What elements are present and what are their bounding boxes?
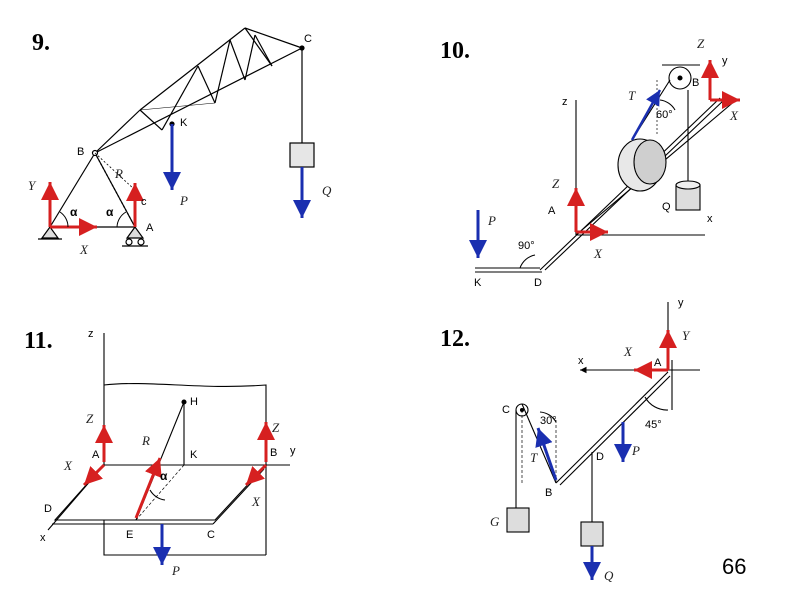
roller-support-A bbox=[125, 225, 145, 239]
p12-angle-30: 30° bbox=[540, 415, 557, 427]
p11-symbol-R: R bbox=[141, 433, 150, 448]
p12-label-C: C bbox=[502, 404, 510, 416]
p11-axis-x-label: x bbox=[40, 532, 46, 544]
p9-label-B: B bbox=[77, 146, 84, 158]
p9-label-C: C bbox=[304, 33, 312, 45]
p11-symbol-P: P bbox=[171, 563, 180, 578]
pulley-B bbox=[668, 66, 692, 90]
problem-11-number: 11. bbox=[24, 328, 53, 354]
p11-label-A: A bbox=[92, 449, 100, 461]
problem-12-diagram bbox=[506, 302, 700, 547]
page-number: 66 bbox=[722, 554, 747, 579]
p10-label-D: D bbox=[534, 277, 542, 289]
p10-axis-x-label: x bbox=[707, 213, 713, 225]
p11-symbol-XB: X bbox=[251, 494, 261, 509]
p10-symbol-ZA: Z bbox=[552, 176, 560, 191]
p9-label-c: c bbox=[141, 196, 147, 208]
p9-symbol-Q: Q bbox=[322, 183, 332, 198]
weight-G bbox=[506, 507, 530, 533]
p11-symbol-XA: X bbox=[63, 458, 73, 473]
p11-label-K: K bbox=[190, 449, 198, 461]
p12-symbol-T: T bbox=[530, 450, 538, 465]
p11-label-E: E bbox=[126, 529, 133, 541]
p10-angle-90: 90° bbox=[518, 240, 535, 252]
problem-10-number: 10. bbox=[440, 38, 470, 64]
load-Q-box bbox=[289, 142, 315, 168]
p11-axis-y-label: y bbox=[290, 445, 296, 457]
force-T-60 bbox=[630, 89, 662, 141]
problem-11-diagram bbox=[47, 333, 290, 556]
p11-label-D: D bbox=[44, 503, 52, 515]
p11-axis-z-label: z bbox=[88, 328, 94, 340]
p9-symbol-R: R bbox=[114, 166, 123, 181]
p12-symbol-Q: Q bbox=[604, 568, 614, 583]
p10-symbol-XA: X bbox=[593, 246, 603, 261]
p12-label-A: A bbox=[654, 357, 662, 369]
p12-symbol-P: P bbox=[631, 443, 640, 458]
problem-9-diagram bbox=[38, 27, 315, 247]
fixed-support-left bbox=[40, 225, 60, 239]
p9-alpha-left: α bbox=[70, 205, 78, 219]
p12-axis-x-label: x bbox=[578, 355, 584, 367]
p11-label-B: B bbox=[270, 447, 277, 459]
p10-label-B: B bbox=[692, 77, 699, 89]
p11-label-C: C bbox=[207, 529, 215, 541]
p10-axis-z-label: z bbox=[562, 96, 568, 108]
crane-truss bbox=[49, 27, 303, 228]
p10-symbol-P: P bbox=[487, 213, 496, 228]
p12-angle-45: 45° bbox=[645, 419, 662, 431]
weight-Q bbox=[580, 521, 604, 547]
problem-9-number: 9. bbox=[32, 30, 50, 56]
p11-symbol-ZB: Z bbox=[272, 420, 280, 435]
p10-label-K: K bbox=[474, 277, 482, 289]
vertical-plate bbox=[103, 383, 267, 556]
reaction-XB bbox=[244, 463, 268, 487]
p12-symbol-G: G bbox=[490, 514, 500, 529]
p10-label-A: A bbox=[548, 205, 556, 217]
p10-symbol-T: T bbox=[628, 88, 636, 103]
p12-axis-y-label: y bbox=[678, 297, 684, 309]
alpha-arc-A bbox=[116, 211, 127, 228]
p12-symbol-YA: Y bbox=[682, 328, 691, 343]
p11-label-H: H bbox=[190, 396, 198, 408]
p10-label-Q: Q bbox=[662, 201, 671, 213]
p10-symbol-ZB: Z bbox=[697, 36, 705, 51]
p9-label-A: A bbox=[146, 222, 154, 234]
p9-symbol-Y: Y bbox=[28, 178, 37, 193]
force-R-E bbox=[134, 457, 162, 519]
p9-label-K: K bbox=[180, 117, 188, 129]
p10-axis-y-label: y bbox=[722, 55, 728, 67]
p11-alpha: α bbox=[160, 469, 168, 483]
problem-12-number: 12. bbox=[440, 326, 470, 352]
p9-symbol-X: X bbox=[79, 242, 89, 257]
reaction-XA bbox=[82, 463, 106, 487]
p12-label-B: B bbox=[545, 487, 552, 499]
p11-symbol-ZA: Z bbox=[86, 411, 94, 426]
force-T-30 bbox=[535, 427, 558, 481]
alpha-arc-left bbox=[59, 211, 69, 228]
p12-label-D: D bbox=[596, 451, 604, 463]
p9-alpha-A: α bbox=[106, 205, 114, 219]
p9-symbol-P: P bbox=[179, 193, 188, 208]
p10-symbol-XB: X bbox=[729, 108, 739, 123]
p12-symbol-XA: X bbox=[623, 344, 633, 359]
p10-angle-60: 60° bbox=[656, 109, 673, 121]
problem-10-diagram bbox=[475, 64, 737, 273]
